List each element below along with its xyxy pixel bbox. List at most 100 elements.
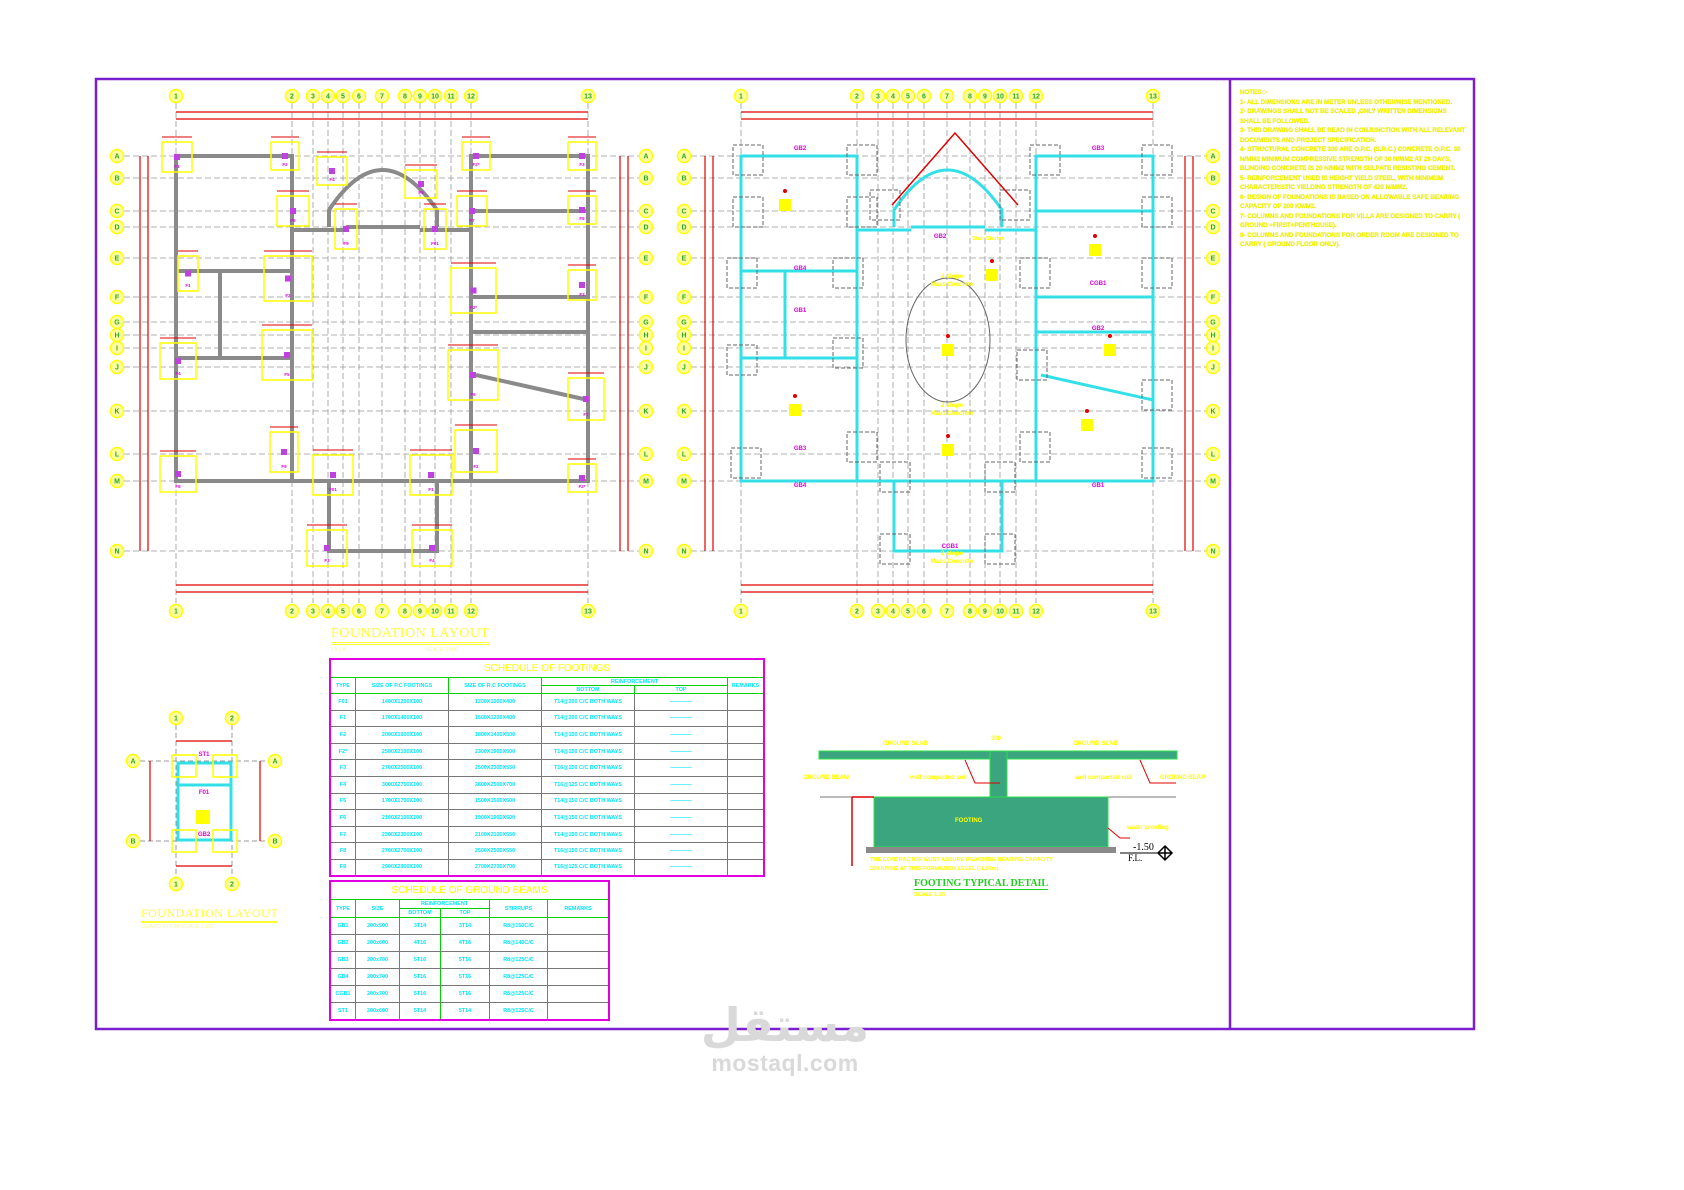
plan1-subtitle-left: VILLA [331, 647, 346, 653]
grid-col-12-bubble [1028, 603, 1044, 619]
footing-label: F9 [281, 464, 287, 469]
pc-footing-outline [732, 144, 764, 176]
column [282, 153, 288, 159]
grid-row-I-label: I [683, 346, 685, 353]
cell-type: CGB1 [329, 985, 356, 1003]
footing-label: F2* [578, 484, 585, 489]
label-water-proofing: water proofing [1127, 825, 1169, 831]
cell-top: ———— [634, 842, 728, 860]
label-ground-slab: GROUND SLAB [1073, 741, 1118, 747]
grid-row-F-bubble [638, 289, 654, 305]
grid-col-5-bubble [900, 88, 916, 104]
grid-col-9-bubble [412, 603, 428, 619]
grid-col-3-label: 3 [876, 94, 880, 101]
cell-size: 200x600 [355, 1002, 400, 1020]
cell-type: F8 [329, 842, 356, 860]
small-grid-row-label: B [130, 839, 135, 846]
grid-col-2-label: 2 [855, 94, 859, 101]
pc-footing-outline [1029, 144, 1061, 176]
grid-col-4-label: 4 [891, 94, 895, 101]
contractor-note-line: THE CONTRACTOR MUST ASSURE REACHING BEAR… [870, 857, 1053, 863]
leader-line [964, 759, 1000, 784]
cell-top: ———— [634, 709, 728, 728]
column-stem [989, 750, 1008, 798]
pc-footing-outline [879, 461, 911, 493]
cell-type: F7 [329, 825, 356, 844]
grid-col-8-bubble [397, 603, 413, 619]
grid-col-3-bubble [870, 603, 886, 619]
column [429, 545, 435, 551]
grid-row-C-label: C [114, 209, 119, 216]
grid-col-11-label: 11 [447, 609, 455, 616]
grid-row-B-bubble [676, 170, 692, 186]
footing-label: F2* [470, 305, 477, 310]
note-item: 2- DRAWINGS SHALL NOT BE SCALED ,ONLY WR… [1240, 108, 1447, 125]
grid-col-7-label: 7 [945, 609, 949, 616]
small-grid-row-label: A [272, 759, 277, 766]
cell-stirrups: R8@125C/C [489, 985, 548, 1003]
footing [334, 208, 358, 250]
grid-col-11-label: 11 [1012, 94, 1020, 101]
cell-type: GB1 [329, 917, 356, 935]
note-item: 3- THIS DRAWING SHALL BE READ IN CONJUNC… [1240, 127, 1466, 144]
grid-row-C-bubble [1205, 203, 1221, 219]
pc-footing-outline [984, 461, 1016, 493]
footing-label: F6 [470, 392, 476, 397]
pc-footing-outline [1019, 257, 1051, 289]
cell-rc: 2700X2700X700 [448, 858, 542, 877]
grid-row-M-bubble [109, 473, 125, 489]
grid-row-A-label: A [1210, 154, 1215, 161]
cell-remarks [547, 917, 610, 935]
footing [171, 829, 197, 853]
grid-col-4-bubble [320, 603, 336, 619]
grid-row-E-bubble [1205, 250, 1221, 266]
grid-col-10-label: 10 [996, 94, 1004, 101]
grid-col-7-bubble [374, 88, 390, 104]
small-plan-label: GB2 [198, 832, 211, 838]
grid-row-I-label: I [1212, 346, 1214, 353]
grid-row-D-label: D [643, 225, 648, 232]
cell-size: 200x500 [355, 917, 400, 935]
cell-top: 5T16 [440, 951, 490, 969]
slab-tag-icon [789, 404, 801, 416]
cell-remarks [727, 842, 765, 860]
footing [447, 349, 499, 401]
column [473, 448, 479, 454]
cell-bottom: T16@125 C/C BOTH WAYS [541, 775, 635, 794]
level-marker-icon [783, 189, 787, 193]
grid-row-L-bubble [676, 446, 692, 462]
column [579, 153, 585, 159]
grid-row-L-bubble [1205, 446, 1221, 462]
cell-rc: 1500X1500X500 [448, 792, 542, 811]
footing [269, 431, 299, 473]
cell-bottom: T14@150 C/C BOTH WAYS [541, 825, 635, 844]
cell-bottom: T16@150 C/C BOTH WAYS [541, 759, 635, 777]
grid-col-11-bubble [1008, 88, 1024, 104]
label-column-width: 300 [991, 736, 1002, 742]
footing [567, 141, 597, 171]
footing [450, 267, 497, 314]
pc-footing-outline [832, 257, 864, 289]
grid-row-N-label: N [643, 549, 648, 556]
small-grid-row-bubble [125, 833, 141, 849]
grid-row-N-bubble [1205, 543, 1221, 559]
grid-row-D-bubble [638, 219, 654, 235]
cell-rc: 2300X1900X500 [448, 742, 542, 761]
contractor-note: THE CONTRACTOR MUST ASSURE REACHING BEAR… [870, 856, 1053, 874]
footing-label: F01 [431, 241, 439, 246]
grid-col-8-bubble [397, 88, 413, 104]
beam-label: GB1 [1092, 483, 1105, 489]
grid-col-1-bubble [168, 603, 184, 619]
cell-type: F9 [329, 858, 356, 877]
level-marker-icon [793, 394, 797, 398]
grid-row-I-bubble [676, 340, 692, 356]
small-plan-label: F01 [199, 790, 210, 796]
grid-col-8-label: 8 [403, 94, 407, 101]
column [418, 181, 424, 187]
grid-col-1-label: 1 [174, 609, 178, 616]
beam-label: GB4 [794, 266, 807, 272]
footing-block [873, 796, 1109, 848]
cell-top: ———— [634, 742, 728, 761]
grid-col-13-label: 13 [584, 609, 592, 616]
